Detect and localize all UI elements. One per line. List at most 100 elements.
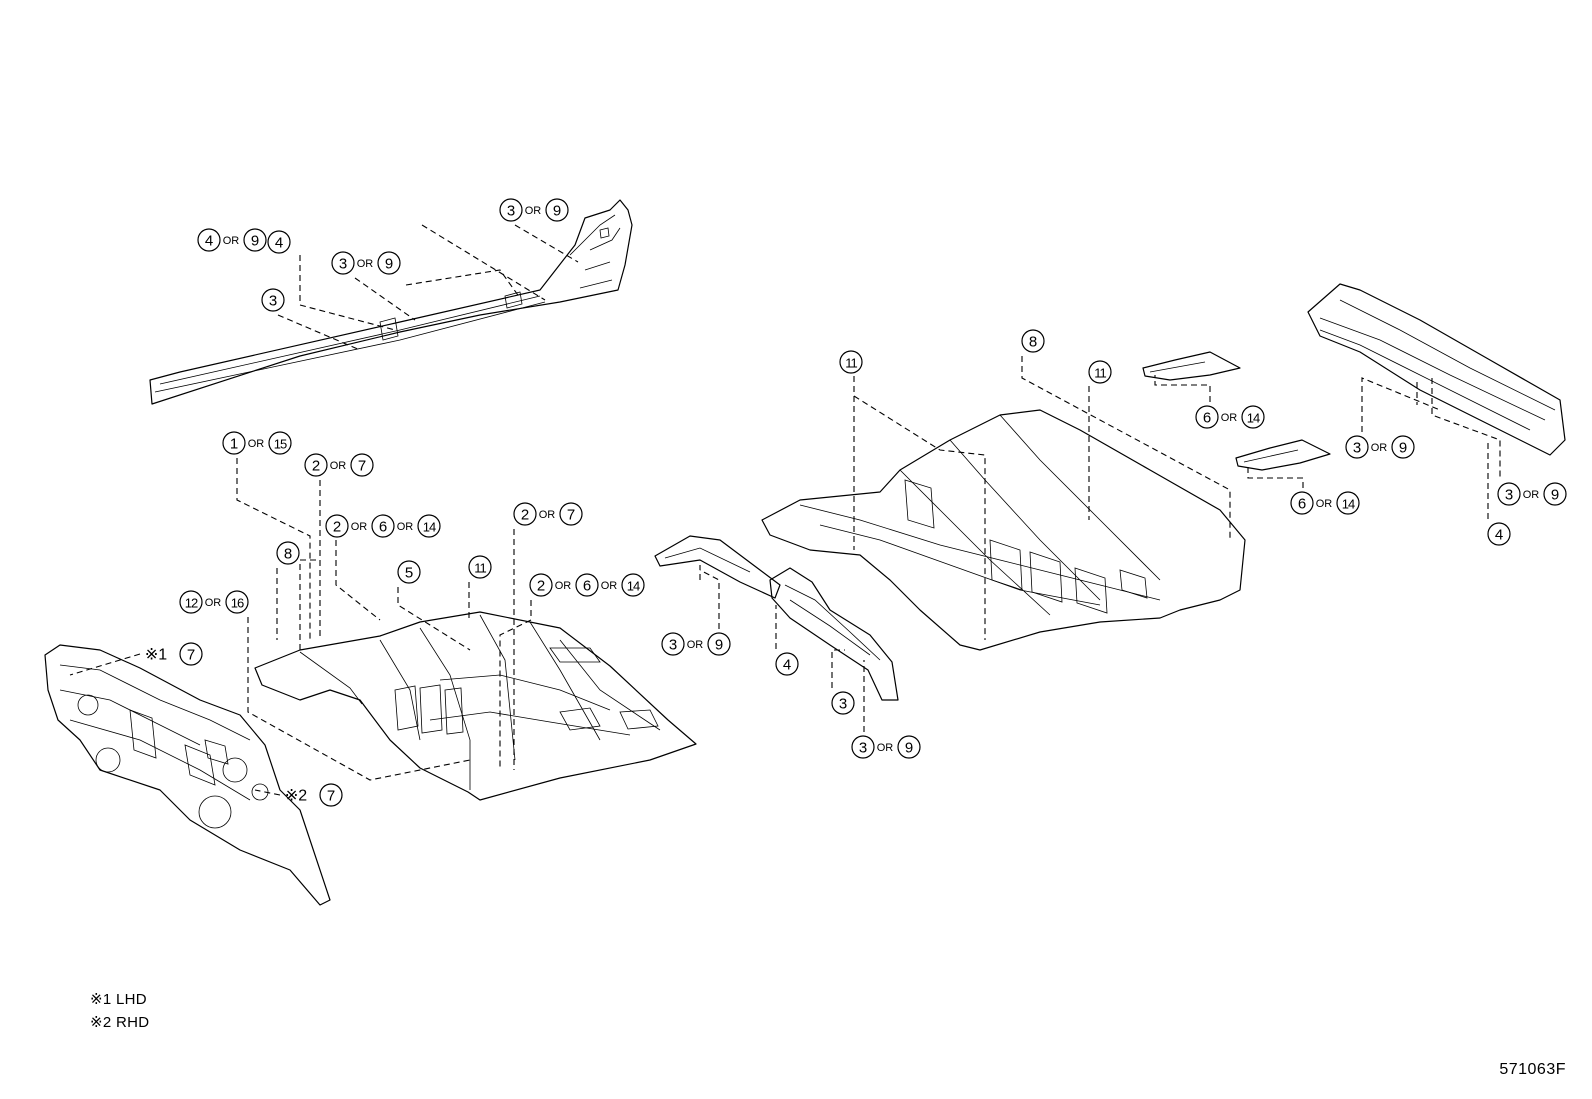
callout-number: 9 <box>1399 440 1407 457</box>
part-callout: 11 <box>1088 360 1112 384</box>
callout-number: 3 <box>507 203 515 220</box>
callout-number: 6 <box>379 519 387 536</box>
rocker-panel-part <box>149 199 633 405</box>
front-floor-pan-part <box>254 611 697 801</box>
callout-number: 3 <box>669 637 677 654</box>
part-callout: 5 <box>397 560 421 584</box>
callout-circle <box>276 541 300 565</box>
document-id: 571063F <box>1499 1061 1566 1078</box>
note-mark: ※1 <box>145 647 167 664</box>
callout-number: 11 <box>845 356 857 371</box>
callout-circle <box>225 590 249 614</box>
callout-number: 7 <box>567 507 575 524</box>
callout-circle <box>350 453 374 477</box>
callout-number: 4 <box>275 235 283 252</box>
callout-circle <box>267 230 291 254</box>
leader-lines <box>69 224 1501 796</box>
callout-number: 16 <box>231 596 244 611</box>
part-callout: 3 OR 9 <box>851 735 921 759</box>
callout-circle <box>1021 329 1045 353</box>
callout-circle <box>1290 491 1314 515</box>
callout-or-label: OR <box>1221 412 1238 424</box>
callout-circle <box>468 555 492 579</box>
callout-number: 3 <box>859 740 867 757</box>
callout-number: 9 <box>1551 487 1559 504</box>
callout-number: 9 <box>553 203 561 220</box>
callout-circle <box>1336 491 1360 515</box>
callout-circle <box>897 735 921 759</box>
callout-number: 14 <box>1247 411 1260 426</box>
callout-circle <box>243 228 267 252</box>
callout-or-label: OR <box>601 580 618 592</box>
callout-circle <box>268 431 292 455</box>
callout-circle <box>707 632 731 656</box>
callout-circle <box>559 502 583 526</box>
callout-circle <box>831 691 855 715</box>
callout-number: 9 <box>905 740 913 757</box>
callout-number: 3 <box>339 256 347 273</box>
callout-number: 8 <box>284 546 292 563</box>
callout-circle <box>1497 482 1521 506</box>
part-callout: 8 <box>276 541 300 565</box>
note-number: 7 <box>327 788 335 805</box>
part-callout: 8 <box>1021 329 1045 353</box>
note-circle <box>179 642 203 666</box>
part-callout: 3 <box>261 288 285 312</box>
callout-or-label: OR <box>525 205 542 217</box>
callout-number: 14 <box>1342 497 1355 512</box>
part-callout: 3 OR 9 <box>499 198 569 222</box>
callout-circle <box>1241 405 1265 429</box>
callout-circle <box>377 251 401 275</box>
market-note-callout: ※1 7 <box>145 642 203 666</box>
floor-cross-member-lower-part <box>1235 439 1331 471</box>
callout-number: 9 <box>715 637 723 654</box>
callout-or-label: OR <box>539 509 556 521</box>
note-circle <box>319 783 343 807</box>
callout-number: 7 <box>358 458 366 475</box>
part-callout: 3 <box>831 691 855 715</box>
rear-cross-member-part <box>1307 283 1566 456</box>
callout-circle <box>371 514 395 538</box>
callout-or-label: OR <box>877 742 894 754</box>
callout-or-label: OR <box>397 521 414 533</box>
callout-circle <box>1195 405 1219 429</box>
callout-number: 4 <box>783 657 791 674</box>
callout-circle <box>621 573 645 597</box>
callout-number: 8 <box>1029 334 1037 351</box>
callout-circle <box>575 573 599 597</box>
callout-circle <box>775 652 799 676</box>
callout-number: 2 <box>537 578 545 595</box>
callout-circle <box>397 560 421 584</box>
callout-number: 3 <box>269 293 277 310</box>
callout-circle <box>513 502 537 526</box>
callout-number: 6 <box>1298 496 1306 513</box>
callout-number: 6 <box>583 578 591 595</box>
callout-or-label: OR <box>330 460 347 472</box>
callout-circle <box>545 198 569 222</box>
callout-number: 11 <box>474 561 486 576</box>
callout-or-label: OR <box>1316 498 1333 510</box>
dash-panel-part <box>44 644 331 906</box>
callout-circle <box>304 453 328 477</box>
callout-or-label: OR <box>205 597 222 609</box>
callout-number: 2 <box>333 519 341 536</box>
callout-number: 14 <box>423 520 436 535</box>
callout-number: 11 <box>1094 366 1106 381</box>
callout-number: 9 <box>385 256 393 273</box>
callout-circle <box>839 350 863 374</box>
note-number: 7 <box>187 647 195 664</box>
callout-circle <box>1088 360 1112 384</box>
callout-circle <box>331 251 355 275</box>
